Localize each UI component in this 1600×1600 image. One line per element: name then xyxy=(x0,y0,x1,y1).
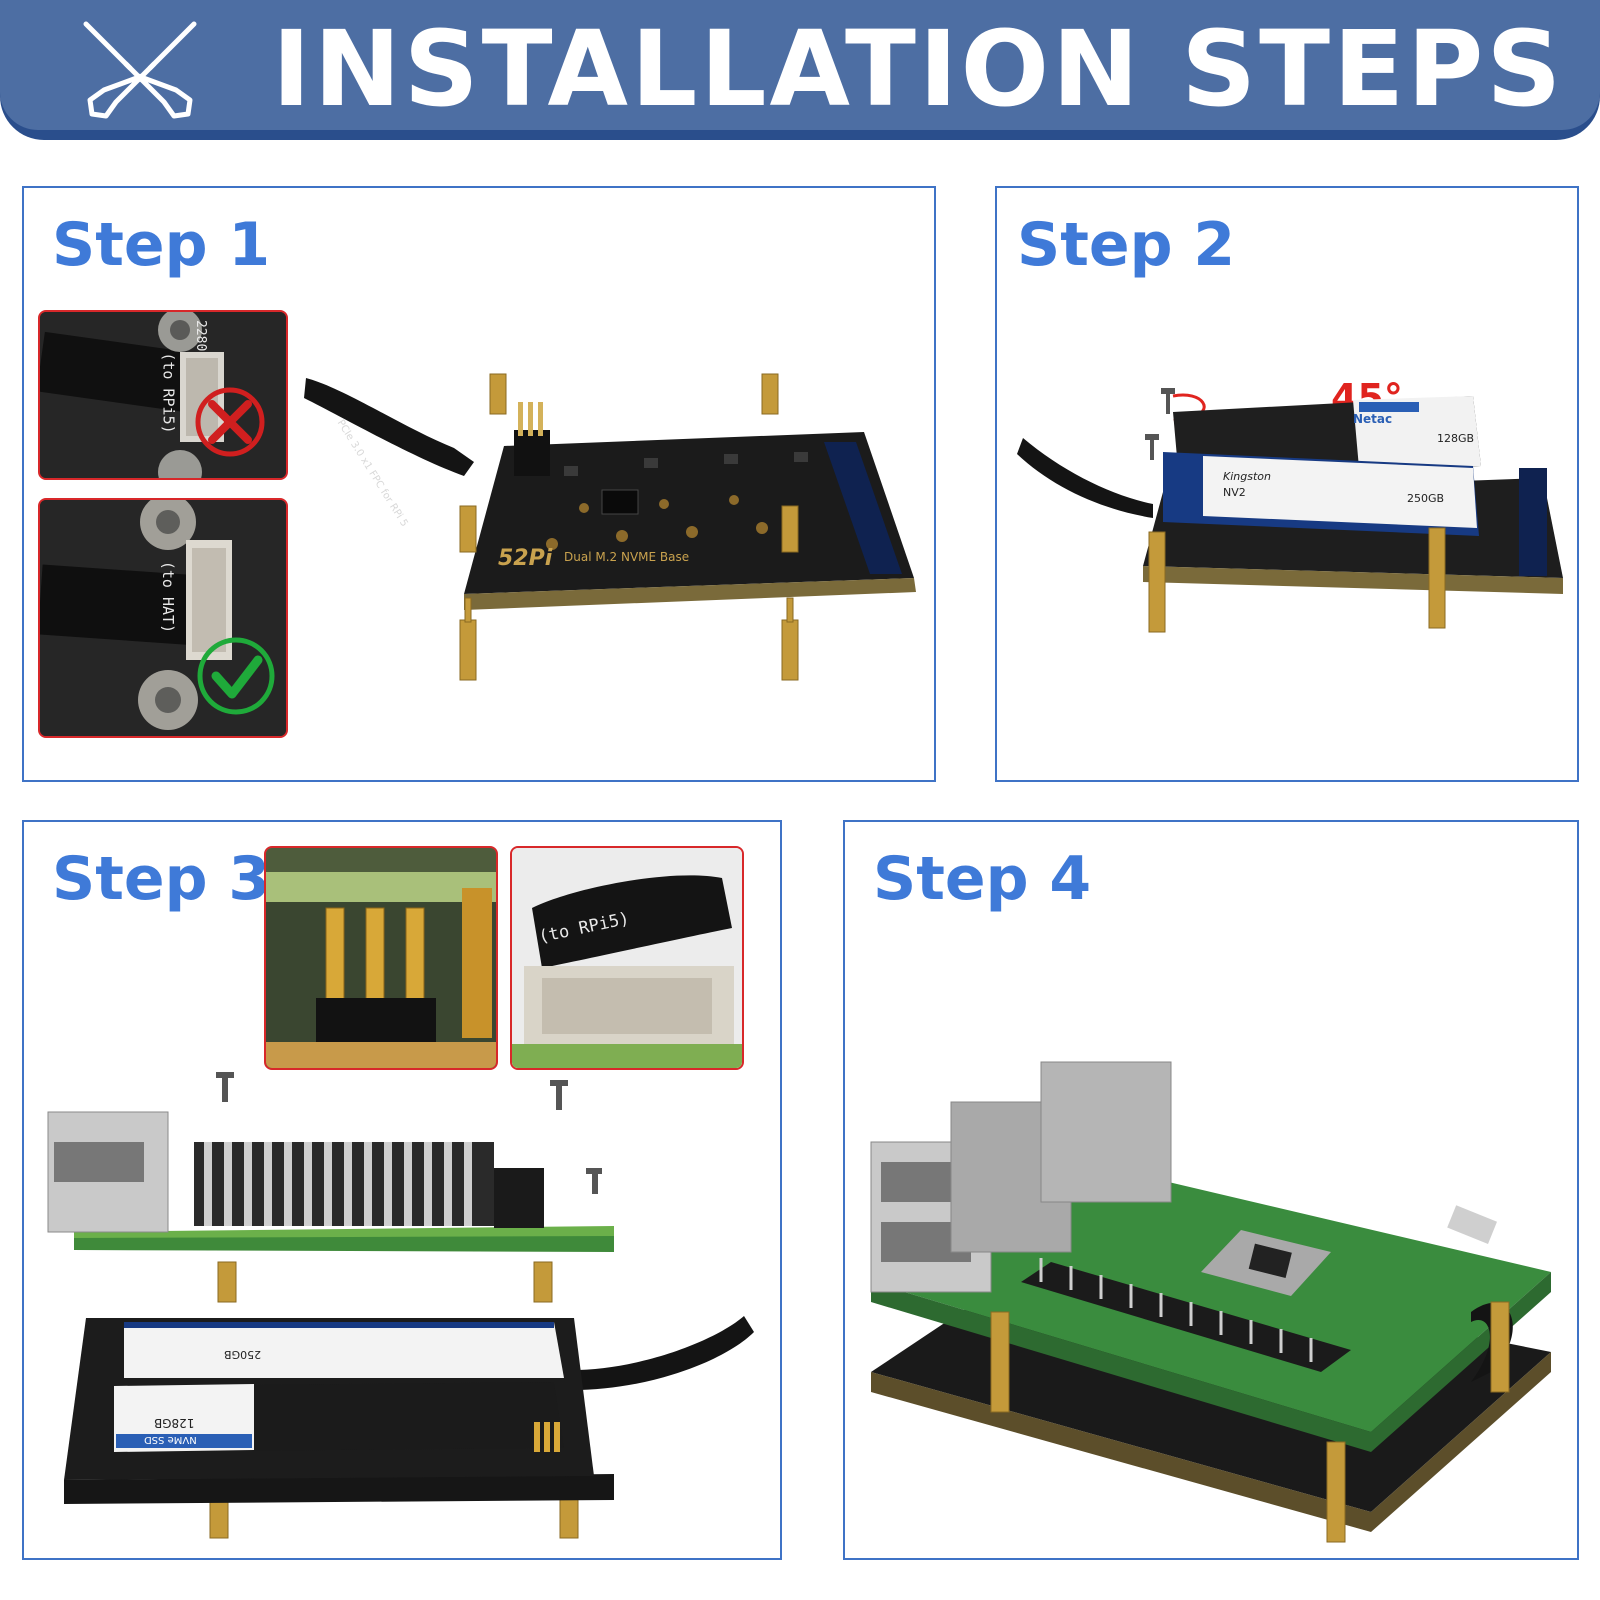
ssd-bottom-capacity: 250GB xyxy=(1407,492,1445,505)
correct-orientation-photo: (to HAT) xyxy=(38,498,288,738)
ssd-top-capacity: 128GB xyxy=(1437,432,1475,445)
step3-ssd-bottom-capacity: 250GB xyxy=(224,1348,262,1361)
cable-rpi-closeup-photo: (to RPi5) xyxy=(510,846,744,1070)
fpc-connector-wrong-art xyxy=(40,312,286,478)
page-title: INSTALLATION STEPS xyxy=(272,8,1565,130)
cable-label-hat: (to HAT) xyxy=(159,560,178,634)
step-2-panel: Step 2 45° Netac 128GB Kingston NV2 250G… xyxy=(995,186,1579,782)
step-3-title: Step 3 xyxy=(52,844,271,914)
ssd-insertion-art xyxy=(1017,388,1563,633)
step-2-title: Step 2 xyxy=(1017,210,1236,280)
tools-icon xyxy=(83,21,197,119)
step-4-panel: Step 4 xyxy=(843,820,1579,1560)
header-banner: INSTALLATION STEPS xyxy=(0,0,1600,140)
exploded-assembly-art xyxy=(47,1072,754,1539)
pogo-pin-closeup-photo xyxy=(264,846,498,1070)
wrong-orientation-photo: (to RPi5) 2280 xyxy=(38,310,288,480)
step-4-title: Step 4 xyxy=(873,844,1092,914)
ssd-top-brand: Netac xyxy=(1353,412,1393,426)
step-1-panel: Step 1 (to RPi5) 2280 (to HAT) xyxy=(22,186,936,782)
fpc-connector-correct-art xyxy=(40,500,286,736)
board-model: Dual M.2 NVME Base xyxy=(564,550,690,564)
nvme-base-board-art xyxy=(304,373,916,681)
step-3-panel: Step 3 (to RPi5) xyxy=(22,820,782,1560)
silkscreen-size-a: 2280 xyxy=(193,320,208,352)
assembled-stack-art xyxy=(870,1061,1551,1543)
step3-ssd-top-capacity: 128GB xyxy=(154,1416,195,1430)
cable-label-rpi: (to RPi5) xyxy=(159,352,178,434)
step3-ssd-top-type: NVMe SSD xyxy=(144,1434,197,1445)
board-brand: 52Pi xyxy=(498,546,553,571)
step-1-title: Step 1 xyxy=(52,210,271,280)
ssd-bottom-model: NV2 xyxy=(1223,486,1246,499)
pogo-pin-art xyxy=(266,848,496,1068)
header-banner-face xyxy=(0,0,1600,130)
cable-rpi-art xyxy=(512,848,742,1068)
ssd-bottom-brand: Kingston xyxy=(1223,470,1271,483)
